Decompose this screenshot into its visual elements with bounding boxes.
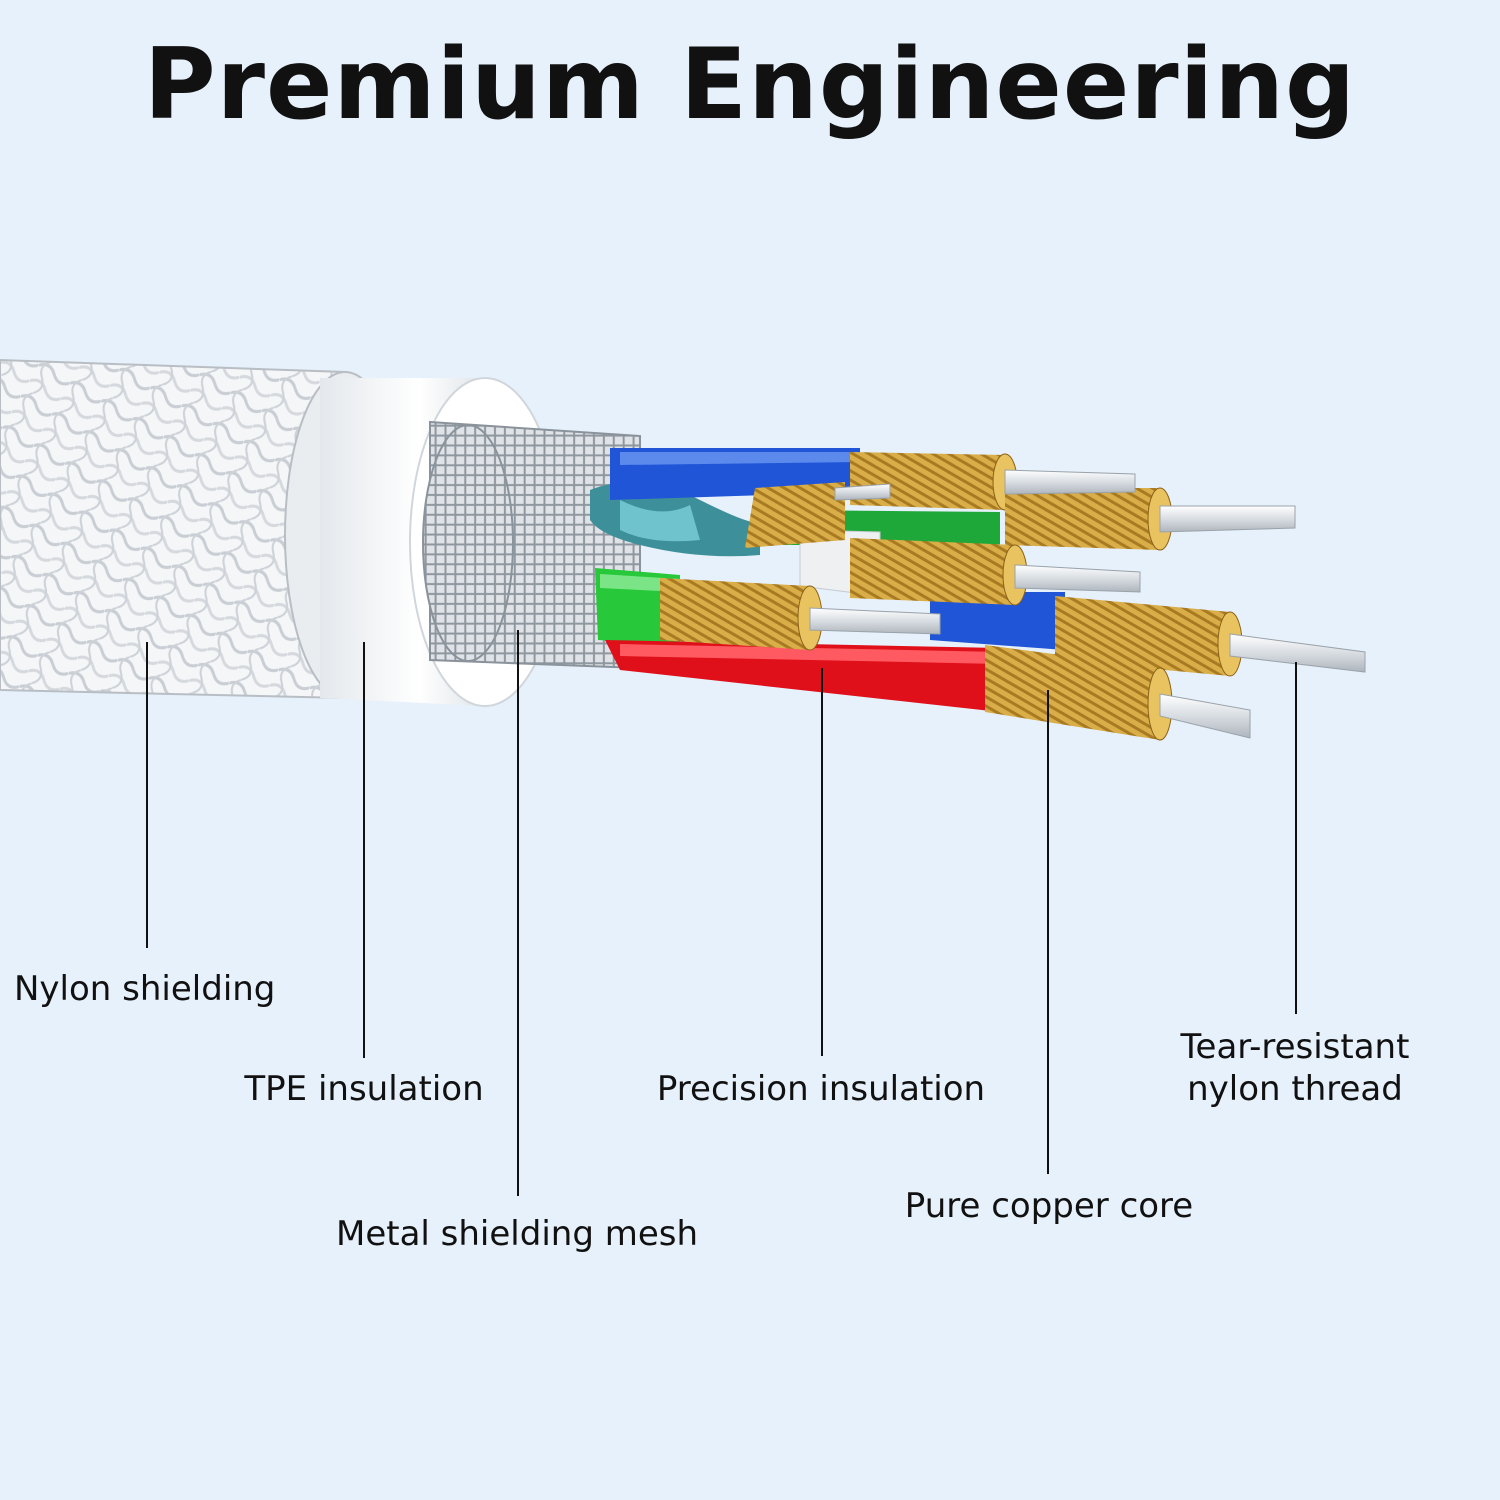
label-precision-insulation: Precision insulation — [656, 1069, 986, 1109]
label-pure-copper-core: Pure copper core — [904, 1186, 1194, 1226]
label-tear-resistant-line2: nylon thread — [1187, 1069, 1403, 1109]
blue-wire-lower — [930, 592, 1065, 650]
red-wire — [605, 640, 1000, 712]
page-title: Premium Engineering — [143, 28, 1357, 142]
metal-mesh — [422, 420, 641, 670]
label-tpe-insulation: TPE insulation — [244, 1069, 484, 1109]
label-metal-shielding-mesh: Metal shielding mesh — [335, 1214, 699, 1254]
tinned-strands — [809, 469, 1366, 739]
label-tear-resistant-nylon-thread: Tear-resistant nylon thread — [1181, 1026, 1410, 1110]
label-tear-resistant-line1: Tear-resistant — [1180, 1027, 1410, 1067]
label-nylon-shielding: Nylon shielding — [14, 969, 276, 1009]
foil-wrap — [590, 482, 760, 557]
copper-cores — [660, 452, 1243, 741]
